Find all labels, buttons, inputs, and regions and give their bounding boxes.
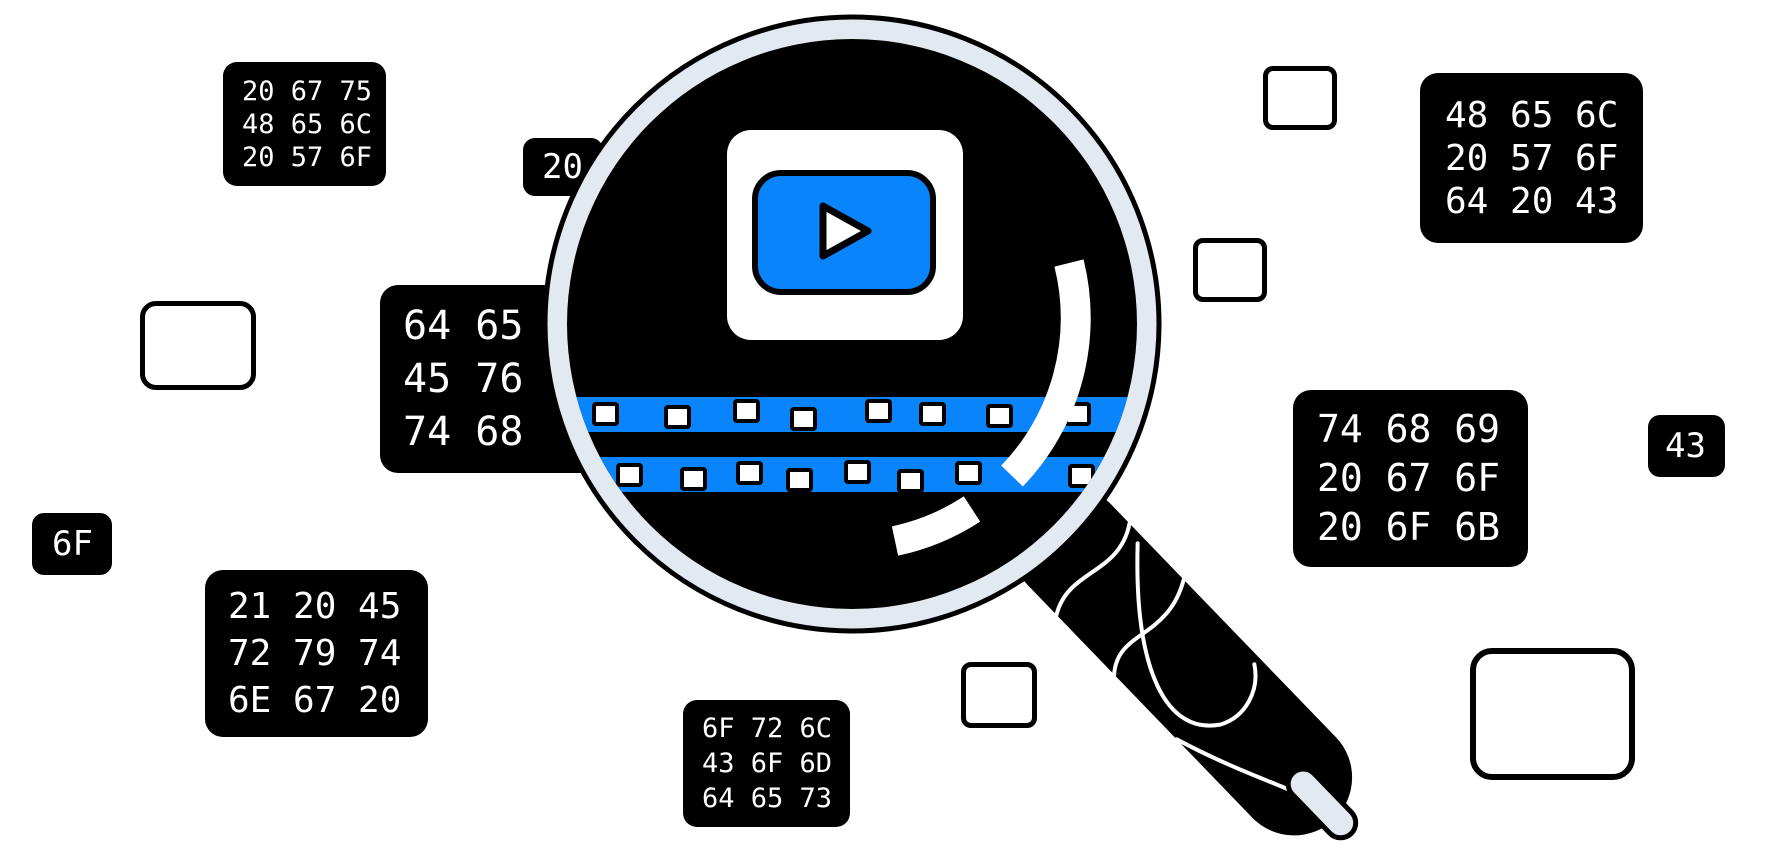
hex-block-far-right-small: 43: [1648, 415, 1725, 477]
hex-block-left-small: 6F: [32, 513, 112, 575]
magnifier-handle: [1011, 486, 1359, 841]
play-icon: [819, 202, 872, 260]
hex-line: 74 68 69: [1317, 407, 1501, 451]
hex-line: 43 6F 6D: [702, 748, 833, 779]
hex-line: 43: [1665, 426, 1706, 466]
hex-line: 48 65 6C: [1445, 94, 1619, 136]
hex-line: 48 65 6C: [242, 108, 373, 140]
hex-line: 20 67 75: [242, 75, 373, 107]
outline-frame: [1263, 66, 1337, 130]
film-frame-square: [986, 404, 1013, 428]
film-frame-square: [592, 402, 619, 426]
film-frame-square: [616, 463, 643, 487]
hex-line: 74 68: [403, 408, 524, 455]
film-frame-square: [919, 402, 946, 426]
lens-glare: [891, 496, 981, 556]
hex-line: 20 6F 6B: [1317, 505, 1501, 549]
outline-frame: [1193, 238, 1267, 302]
hex-line: 6E 67 20: [228, 680, 402, 721]
video-player-card: [727, 130, 963, 340]
hex-block-top-right: 48 65 6C 20 57 6F 64 20 43: [1420, 73, 1643, 243]
film-frame-square: [865, 399, 892, 423]
hex-block-top-left: 20 67 75 48 65 6C 20 57 6F: [223, 62, 386, 186]
outline-frame: [1470, 648, 1635, 780]
hex-line: 20: [542, 147, 583, 187]
hex-line: 45 76: [403, 355, 524, 402]
hex-line: 64 65: [403, 302, 524, 349]
film-frame-square: [844, 460, 871, 484]
hex-block-bottom-left: 21 20 45 72 79 74 6E 67 20: [205, 570, 428, 737]
handle-wave-line: [1054, 521, 1132, 617]
film-frame-square: [786, 468, 813, 492]
hex-line: 6F 72 6C: [702, 713, 833, 744]
hex-block-right-middle: 74 68 69 20 67 6F 20 6F 6B: [1293, 390, 1528, 567]
hex-line: 64 20 43: [1445, 180, 1619, 222]
film-frame-square: [664, 405, 691, 429]
hex-line: 20 57 6F: [1445, 137, 1619, 179]
outline-frame: [961, 662, 1037, 728]
hex-block-bottom-middle: 6F 72 6C 43 6F 6D 64 65 73: [683, 700, 850, 827]
film-strips-group: [567, 397, 1137, 493]
handle-tip: [1285, 766, 1359, 841]
film-frame-square: [897, 469, 924, 493]
hex-line: 72 79 74: [228, 633, 402, 674]
film-frame-square: [680, 467, 707, 491]
hex-line: 64 65 73: [702, 783, 833, 814]
outline-frame: [140, 301, 256, 390]
film-frame-square: [733, 399, 760, 423]
hex-line: 21 20 45: [228, 586, 402, 627]
film-frame-square: [790, 407, 817, 431]
film-frame-square: [1068, 464, 1095, 488]
film-frame-square: [955, 461, 982, 485]
hex-line: 6F: [52, 524, 93, 564]
hex-line: 20 57 6F: [242, 141, 373, 173]
lens-glare: [1001, 259, 1091, 487]
film-frame-square: [736, 461, 763, 485]
handle-wave-line: [1135, 541, 1258, 728]
hex-line: 20 67 6F: [1317, 456, 1501, 500]
